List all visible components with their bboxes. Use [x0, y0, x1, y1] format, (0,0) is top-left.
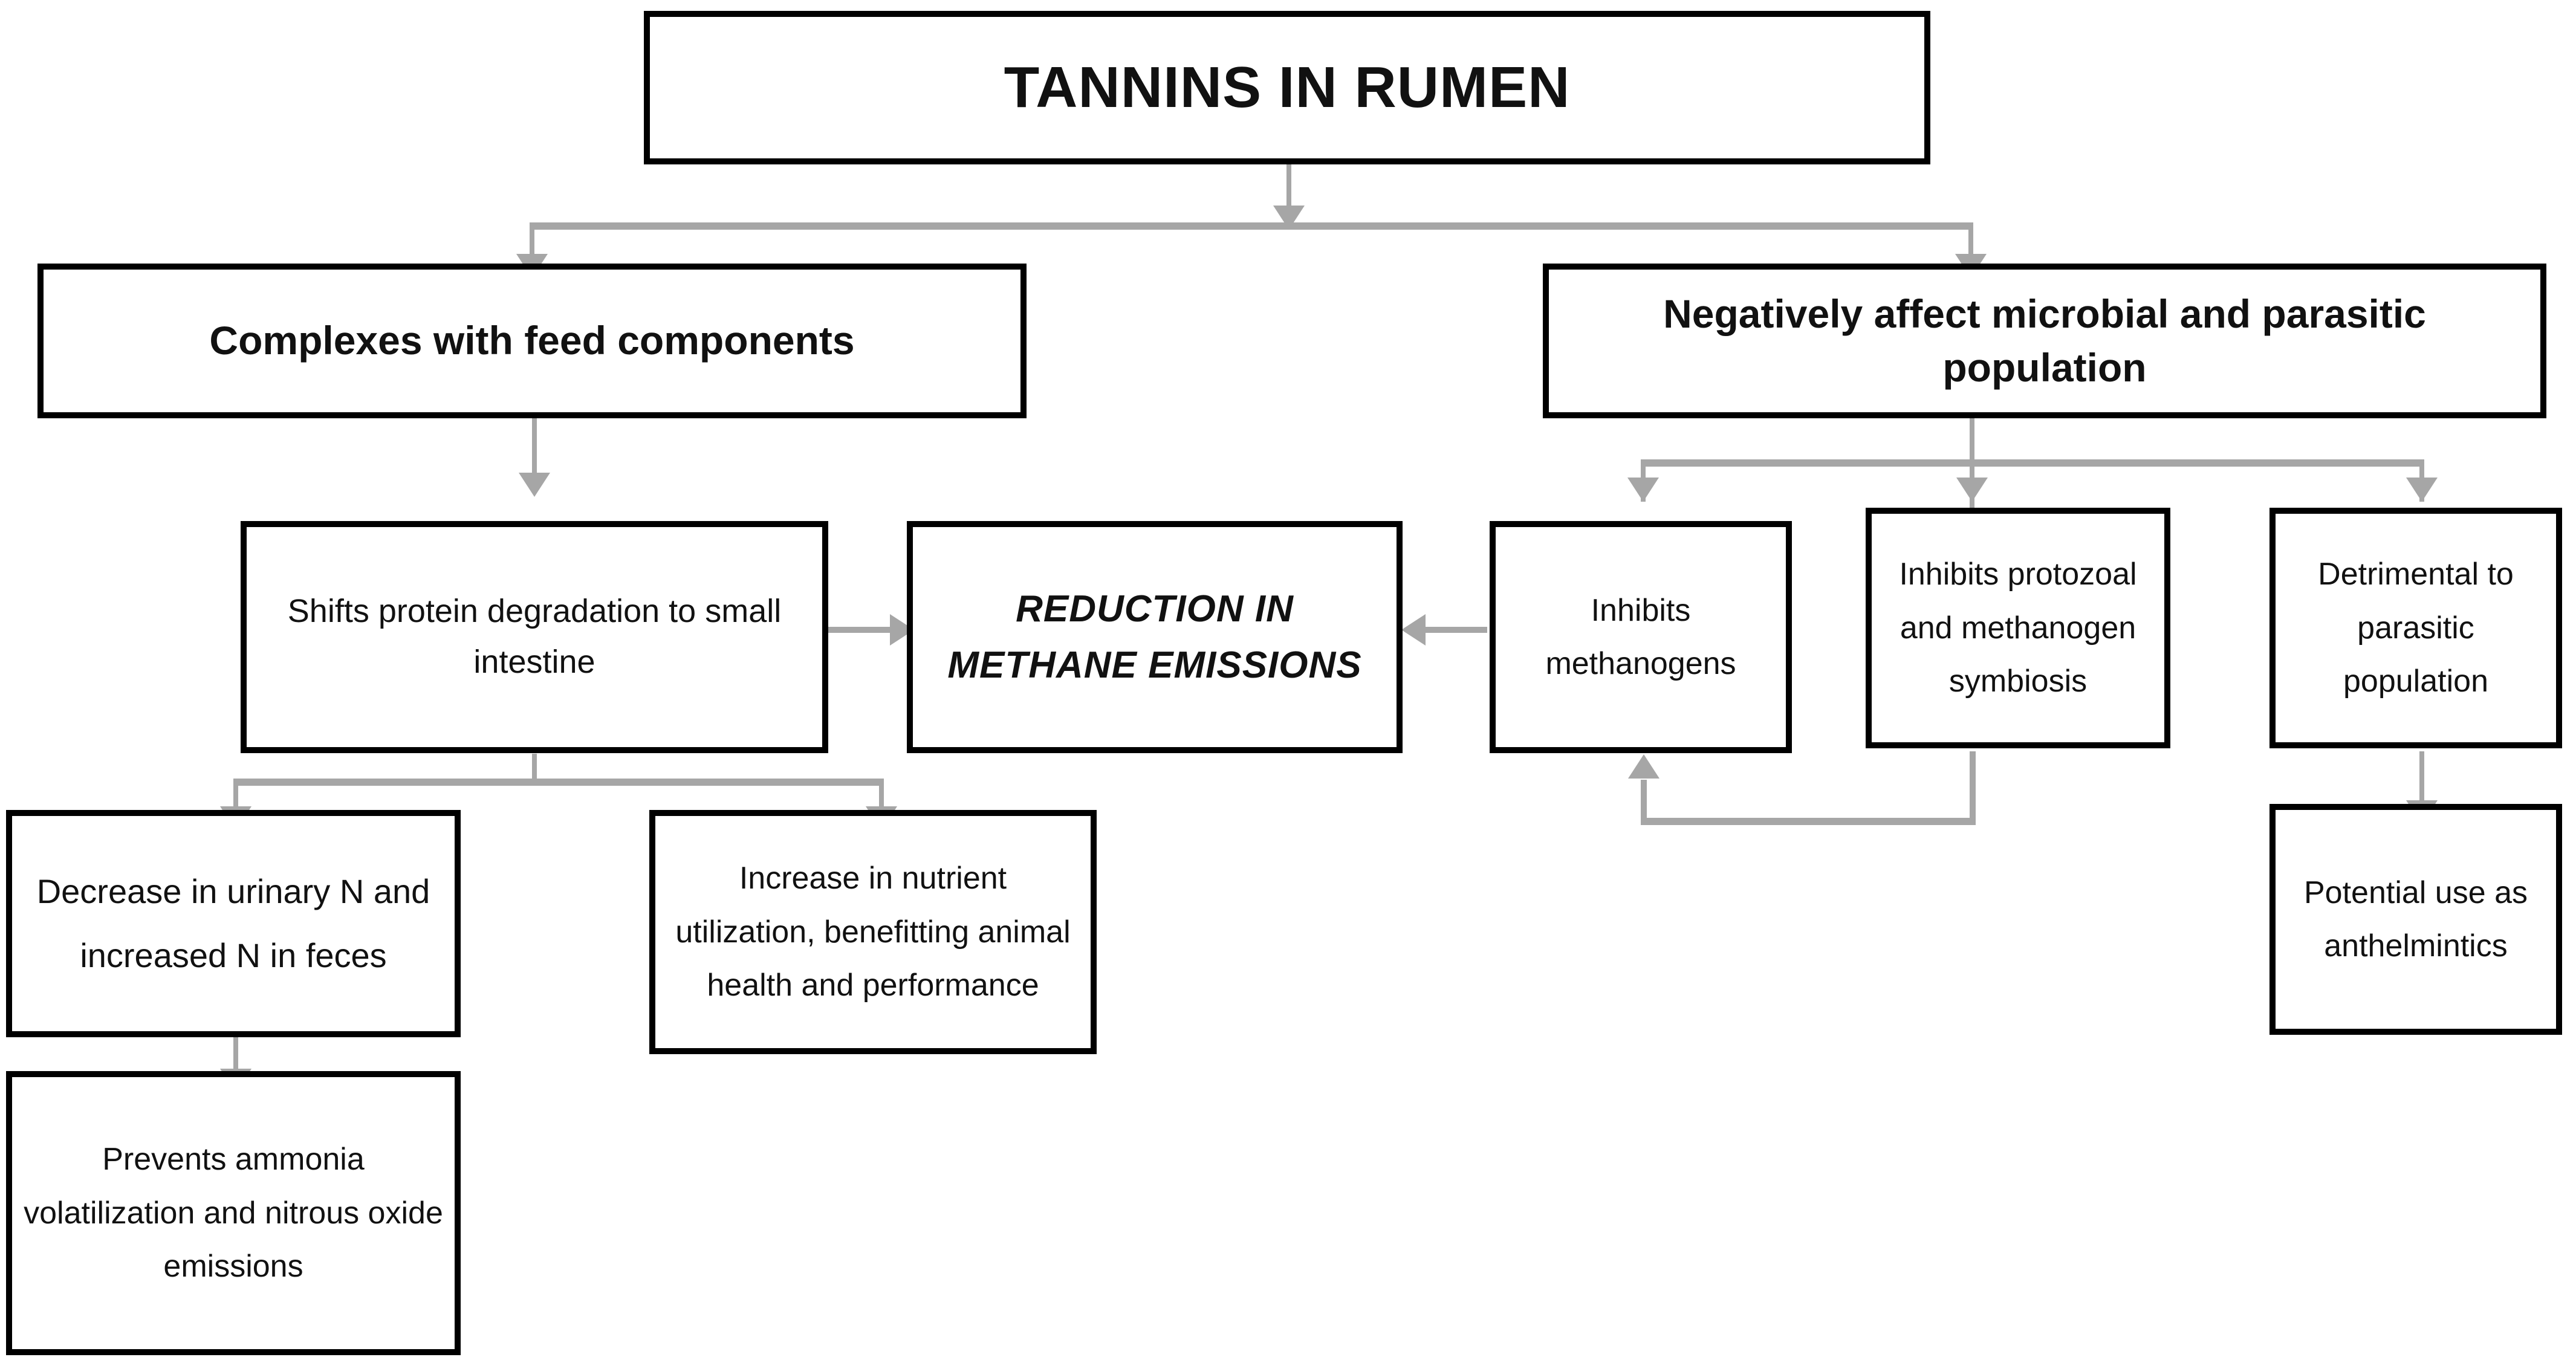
edge-root-bus — [530, 222, 1973, 230]
edge-right-right-arrowhead — [2406, 478, 2438, 502]
node-inhibits-protozoal-symbiosis-label: Inhibits protozoal and methanogen symbio… — [1899, 557, 2137, 699]
node-shifts-protein-degradation[interactable]: Shifts protein degradation to small inte… — [241, 521, 828, 753]
node-decrease-urinary-n-label: Decrease in urinary N and increased N in… — [36, 872, 430, 974]
node-decrease-urinary-n[interactable]: Decrease in urinary N and increased N in… — [6, 810, 461, 1037]
edge-right-bus — [1641, 459, 2424, 467]
edge-shifts-stem — [532, 754, 537, 781]
node-inhibits-methanogens[interactable]: Inhibits methanogens — [1490, 521, 1792, 753]
edge-methanogens-to-reduction-arrowhead — [1401, 614, 1426, 646]
edge-shifts-bus — [233, 779, 884, 786]
node-shifts-protein-degradation-label: Shifts protein degradation to small inte… — [287, 593, 782, 680]
edge-right-center-arrowhead — [1956, 478, 1988, 502]
edge-left-to-shifts — [532, 417, 537, 478]
node-complexes-with-feed-components[interactable]: Complexes with feed components — [37, 264, 1027, 418]
edge-feedback-down — [1970, 751, 1976, 824]
node-detrimental-parasitic-population[interactable]: Detrimental to parasitic population — [2269, 508, 2562, 748]
edge-right-left-arrowhead — [1627, 478, 1659, 502]
edge-shifts-right-drop — [879, 779, 884, 812]
node-complexes-with-feed-components-label: Complexes with feed components — [209, 318, 855, 363]
edge-detrimental-to-potential — [2419, 751, 2424, 806]
node-potential-use-anthelmintics[interactable]: Potential use as anthelmintics — [2269, 804, 2562, 1035]
edge-shifts-left-drop — [233, 779, 238, 812]
node-increase-nutrient-utilization-label: Increase in nutrient utilization, benefi… — [675, 861, 1071, 1003]
node-negatively-affect-microbial[interactable]: Negatively affect microbial and parasiti… — [1543, 264, 2546, 418]
node-tannins-in-rumen-label: TANNINS IN RUMEN — [1004, 55, 1571, 120]
edge-shifts-to-reduction — [828, 627, 895, 633]
edge-feedback-arrowhead — [1628, 754, 1659, 779]
edge-urinary-to-ammonia — [233, 1037, 238, 1073]
node-inhibits-methanogens-label: Inhibits methanogens — [1545, 592, 1736, 681]
node-reduction-in-methane-emissions[interactable]: REDUCTION IN METHANE EMISSIONS — [907, 521, 1403, 753]
edge-feedback-up — [1641, 780, 1647, 822]
node-inhibits-protozoal-symbiosis[interactable]: Inhibits protozoal and methanogen symbio… — [1866, 508, 2170, 748]
edge-methanogens-to-reduction — [1421, 627, 1487, 633]
node-prevents-ammonia-volatilization-label: Prevents ammonia volatilization and nitr… — [24, 1142, 443, 1284]
node-detrimental-parasitic-population-label: Detrimental to parasitic population — [2318, 557, 2514, 699]
node-negatively-affect-microbial-label: Negatively affect microbial and parasiti… — [1663, 291, 2426, 390]
node-tannins-in-rumen[interactable]: TANNINS IN RUMEN — [644, 11, 1930, 164]
edge-left-to-shifts-arrowhead — [519, 473, 550, 497]
edge-feedback-across — [1641, 818, 1976, 825]
node-reduction-in-methane-emissions-label: REDUCTION IN METHANE EMISSIONS — [947, 588, 1362, 686]
node-potential-use-anthelmintics-label: Potential use as anthelmintics — [2303, 875, 2528, 963]
node-increase-nutrient-utilization[interactable]: Increase in nutrient utilization, benefi… — [649, 810, 1097, 1054]
edge-root-left-drop — [530, 222, 534, 260]
node-prevents-ammonia-volatilization[interactable]: Prevents ammonia volatilization and nitr… — [6, 1071, 461, 1355]
edge-root-right-drop — [1968, 222, 1973, 260]
edge-root-stem — [1286, 163, 1291, 210]
